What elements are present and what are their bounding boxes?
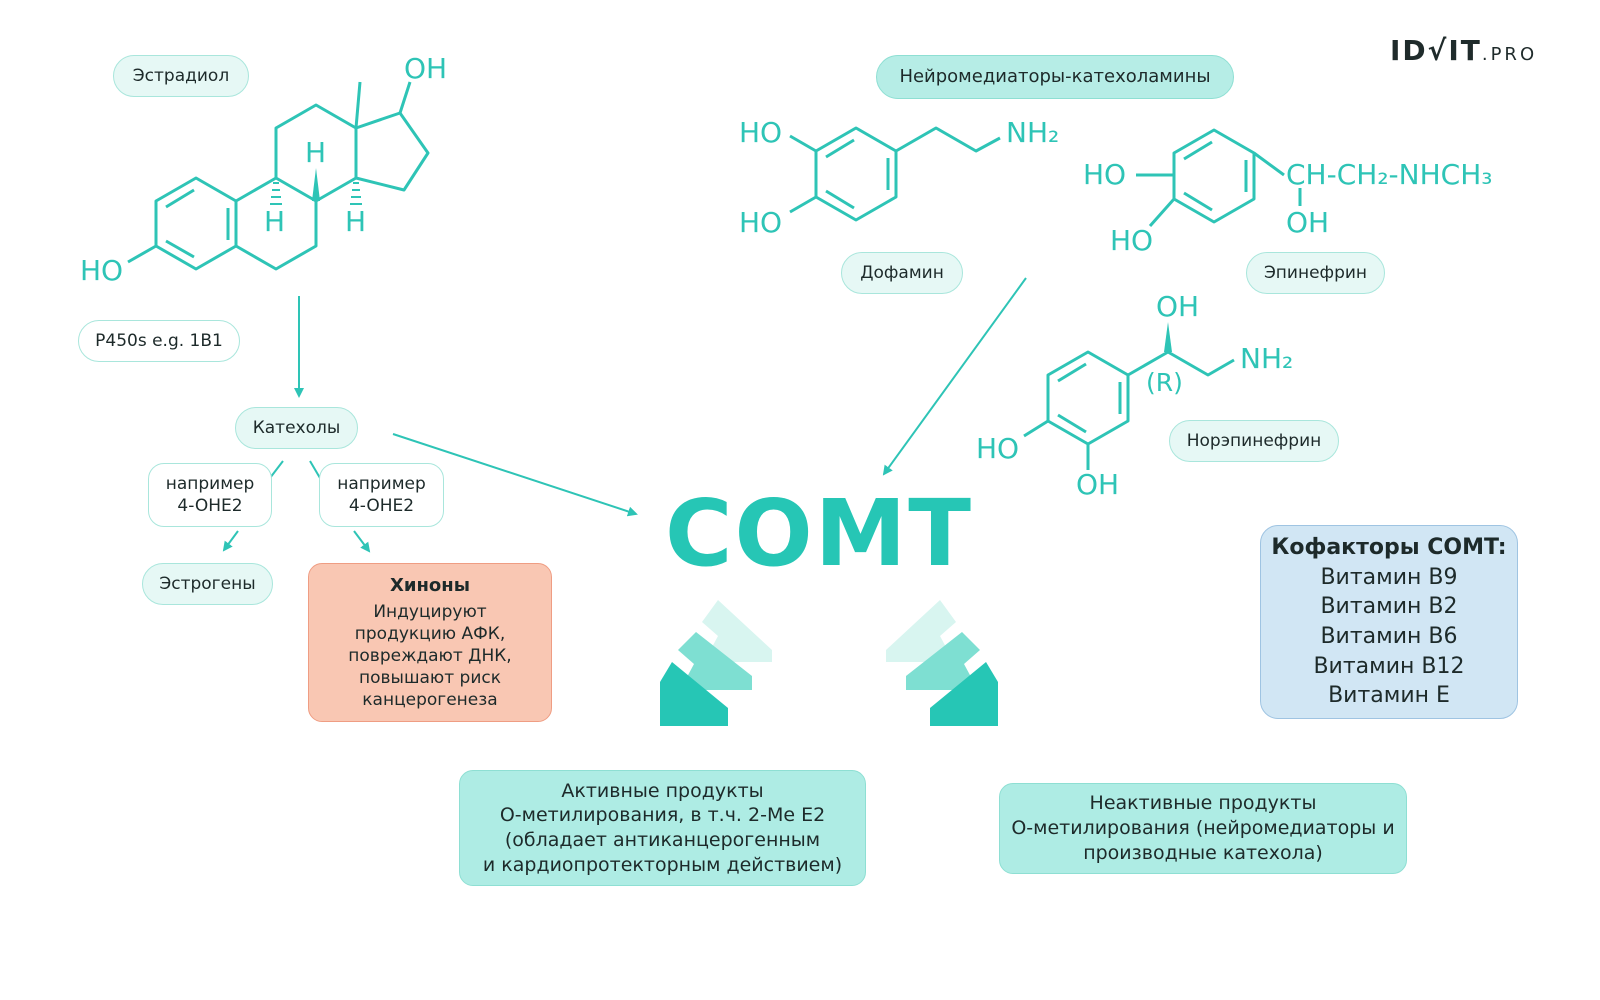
quinones-line: продукцию АФК,	[354, 624, 506, 645]
estradiol-h-14: H	[345, 205, 367, 238]
example-right-box: например 4-OHE2	[319, 463, 444, 527]
active-products-line: (обладает антиканцерогенным	[504, 829, 821, 851]
inactive-products-line: производные катехола)	[1083, 841, 1323, 864]
active-products-line: Активные продукты	[561, 779, 764, 802]
quinones-line: повышают риск	[358, 668, 501, 689]
dopamine-ho-top: HO	[739, 116, 783, 149]
estrogens-label: Эстрогены	[142, 563, 273, 605]
estradiol-h-8: H	[305, 136, 327, 169]
cofactor-item: Витамин B6	[1320, 624, 1458, 649]
quinones-line: Индуцируют	[373, 601, 487, 622]
epinephrine-oh: OH	[1286, 206, 1330, 239]
epinephrine-label: Эпинефрин	[1246, 252, 1385, 294]
norepinephrine-r: (R)	[1146, 368, 1183, 397]
inactive-products-box: Неактивные продукты О-метилирования (ней…	[999, 783, 1407, 874]
quinones-title: Хиноны	[389, 574, 470, 596]
cofactor-item: Витамин B2	[1320, 594, 1458, 620]
epinephrine-ho-bottom: HO	[1110, 224, 1154, 257]
active-products-line: и кардиопротекторным действием)	[482, 853, 843, 876]
cofactor-item: Витамин E	[1328, 683, 1450, 709]
estradiol-h-9: H	[264, 205, 286, 238]
norepinephrine-label: Норэпинефрин	[1169, 420, 1339, 462]
dopamine-ho-bottom: HO	[739, 206, 783, 239]
cofactors-box: Кофакторы COMT: Витамин B9 Витамин B2 Ви…	[1260, 525, 1518, 719]
norepinephrine-nh2: NH₂	[1240, 342, 1294, 375]
norepinephrine-oh-bottom: OH	[1076, 468, 1120, 501]
cofactor-item: Витамин B12	[1313, 653, 1465, 679]
epinephrine-structure	[1136, 128, 1302, 227]
active-products-line: О-метилирования, в т.ч. 2-Me E2	[499, 804, 826, 827]
norepinephrine-oh-top: OH	[1156, 290, 1200, 323]
example-left-line1: например	[165, 473, 255, 494]
active-products-box: Активные продукты О-метилирования, в т.ч…	[459, 770, 866, 886]
dopamine-label: Дофамин	[841, 252, 963, 294]
quinones-line: канцерогенеза	[362, 690, 498, 711]
flow-arrows	[222, 277, 1027, 553]
example-left-box: например 4-OHE2	[148, 463, 272, 527]
norepinephrine-ho: HO	[976, 432, 1020, 465]
quinones-line: повреждают ДНК,	[348, 646, 512, 667]
neuromediators-label: Нейромедиаторы-катехоламины	[876, 55, 1234, 99]
p450-label: P450s e.g. 1B1	[78, 320, 240, 362]
cofactor-item: Витамин B9	[1320, 564, 1458, 590]
catechols-label: Катехолы	[235, 407, 358, 449]
chevrons-left	[660, 600, 772, 726]
example-left-line2: 4-OHE2	[177, 496, 243, 516]
norepinephrine-structure	[1023, 322, 1235, 470]
chevrons-right	[886, 600, 998, 726]
estradiol-ho-3: HO	[80, 254, 124, 287]
logo: ID√IT.PRO	[1390, 34, 1538, 67]
epinephrine-chain: CH-CH₂-NHCH₃	[1286, 158, 1493, 191]
dopamine-nh2: NH₂	[1006, 116, 1060, 149]
inactive-products-line: О-метилирования (нейромедиаторы и	[1011, 817, 1395, 840]
inactive-products-line: Неактивные продукты	[1089, 792, 1317, 815]
estradiol-oh-17: OH	[404, 52, 448, 85]
estradiol-structure	[127, 81, 430, 271]
comt-title: COMT	[665, 480, 974, 587]
epinephrine-ho-top: HO	[1083, 158, 1127, 191]
quinones-box: Хиноны Индуцируют продукцию АФК, поврежд…	[308, 563, 552, 722]
estradiol-label: Эстрадиол	[113, 55, 249, 97]
example-right-line1: например	[337, 473, 426, 494]
dopamine-structure	[789, 126, 1001, 222]
example-right-line2: 4-OHE2	[348, 496, 415, 516]
cofactors-title: Кофакторы COMT:	[1271, 534, 1507, 560]
